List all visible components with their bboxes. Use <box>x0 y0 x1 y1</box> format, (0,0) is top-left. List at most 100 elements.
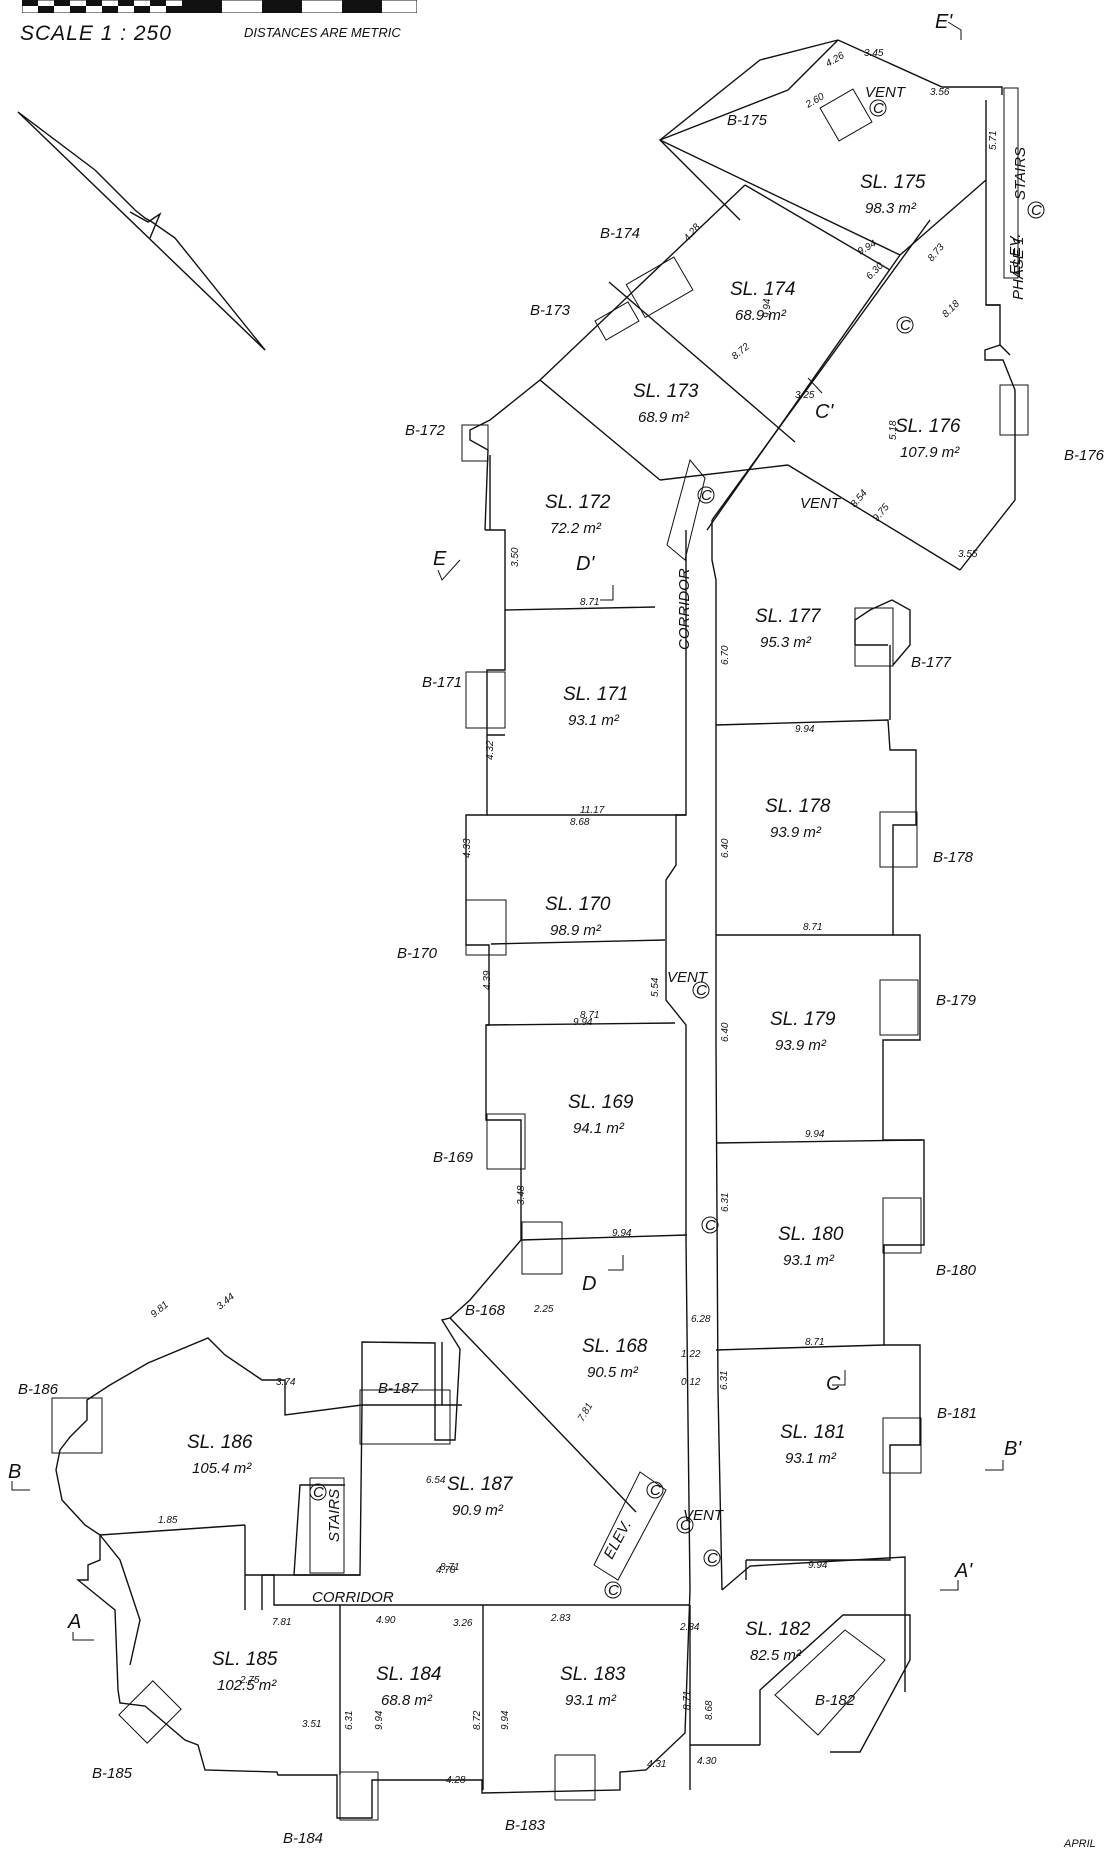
unit-lot-label: SL. 174 <box>730 279 796 300</box>
section-marker-a-prime: A' <box>954 1560 973 1582</box>
vent-label: VENT <box>800 495 842 512</box>
dimension-label: 3.55 <box>958 549 978 560</box>
dimension-label: 4.26 <box>824 50 847 69</box>
bin-label: B-175 <box>727 112 768 129</box>
dimension-label: 8.54 <box>849 488 870 510</box>
dimension-label: 9.94 <box>500 1710 511 1730</box>
unit-area-label: 93.9 m² <box>770 824 822 841</box>
dimension-label: 4.31 <box>647 1759 666 1770</box>
common-property-letter: C <box>650 1482 661 1499</box>
section-marker-e: E <box>433 548 447 570</box>
unit-lot-label: SL. 185 <box>212 1649 278 1670</box>
common-property-letter: C <box>873 100 884 117</box>
unit-lot-label: SL. 183 <box>560 1664 626 1685</box>
unit-area-label: 94.1 m² <box>573 1120 625 1137</box>
dimension-label: 7.81 <box>576 1401 595 1423</box>
dimension-label: 2.60 <box>803 91 827 111</box>
section-marker-b-prime: B' <box>1004 1438 1022 1460</box>
unit-area-label: 98.3 m² <box>865 200 917 217</box>
dimension-label: 4.90 <box>376 1615 396 1626</box>
bin-label: B-169 <box>433 1149 474 1166</box>
dimension-label: 2.84 <box>679 1622 700 1633</box>
dimension-label: 4.33 <box>462 838 473 858</box>
bin-label: B-184 <box>283 1830 323 1847</box>
bin-label: B-170 <box>397 945 438 962</box>
unit-area-label: 98.9 m² <box>550 922 602 939</box>
section-marker-d: D <box>582 1273 596 1295</box>
annotation-labels: CORRIDOR CORRIDOR VENT VENT VENT VENT ST… <box>312 84 1029 1606</box>
phase-label: PHASE 1 <box>1010 237 1027 300</box>
dimension-label: 5.54 <box>650 977 661 997</box>
unit-area-label: 90.5 m² <box>587 1364 639 1381</box>
common-property-letter: C <box>680 1517 691 1534</box>
dimension-label: 1.85 <box>158 1515 178 1526</box>
unit-lot-label: SL. 177 <box>755 606 822 627</box>
common-property-letter: C <box>313 1484 324 1501</box>
unit-lot-label: SL. 169 <box>568 1092 634 1113</box>
common-property-letter: C <box>608 1582 619 1599</box>
dimension-label: 3.51 <box>302 1719 321 1730</box>
corridor-label-lower: CORRIDOR <box>312 1589 394 1606</box>
bin-label: B-178 <box>933 849 974 866</box>
dimension-label: 5.18 <box>888 420 899 440</box>
unit-lot-label: SL. 179 <box>770 1009 836 1030</box>
unit-lot-label: SL. 186 <box>187 1432 253 1453</box>
dimension-label: 1.22 <box>681 1349 701 1360</box>
dimension-label: 9.81 <box>149 1299 171 1320</box>
dimension-label: 3.25 <box>795 390 815 401</box>
unit-area-label: 68.8 m² <box>381 1692 433 1709</box>
dimension-label: 8.73 <box>926 242 947 264</box>
dimension-label: 9.94 <box>612 1228 632 1239</box>
section-marker-b: B <box>8 1461 21 1483</box>
dimension-label: 6.40 <box>720 1022 731 1042</box>
dimension-label: 9.94 <box>856 238 879 257</box>
dimension-label: 3.26 <box>453 1618 473 1629</box>
unit-lot-label: SL. 187 <box>447 1474 514 1495</box>
dimension-label: 8.71 <box>682 1691 693 1710</box>
dimension-label: 9.94 <box>374 1710 385 1730</box>
common-property-letter: C <box>1031 202 1042 219</box>
dimension-label: 0.12 <box>681 1377 701 1388</box>
dimension-label: 3.50 <box>510 547 521 567</box>
vertical-circulation <box>309 87 1019 1581</box>
bin-label: B-187 <box>378 1380 419 1397</box>
dimension-label: 4.39 <box>482 970 493 990</box>
scale-label: SCALE 1 : 250 <box>20 22 172 45</box>
dimension-label: 8.68 <box>704 1700 715 1720</box>
dimension-label: 6.40 <box>720 838 731 858</box>
metric-note: DISTANCES ARE METRIC <box>244 25 401 40</box>
unit-lot-label: SL. 173 <box>633 381 699 402</box>
common-property-letter: C <box>707 1550 718 1567</box>
dimension-label: 11.17 <box>580 805 605 816</box>
elevator-label: ELEV. <box>601 1517 635 1562</box>
unit-lot-label: SL. 181 <box>780 1422 846 1443</box>
dimension-label: 8.72 <box>730 341 752 362</box>
dimension-label: 2.25 <box>533 1304 554 1315</box>
bin-label: B-168 <box>465 1302 506 1319</box>
section-marker-d-prime: D' <box>576 553 595 575</box>
unit-area-label: 72.2 m² <box>550 520 602 537</box>
bin-closets <box>51 88 1029 1821</box>
bin-labels: B-175B-174B-173B-172B-176B-177B-171B-178… <box>18 112 1105 1847</box>
bin-label: B-174 <box>600 225 640 242</box>
dimension-label: 9.94 <box>795 724 815 735</box>
dimension-label: 3.56 <box>930 87 950 98</box>
vent-label: VENT <box>683 1507 725 1524</box>
dimension-label: 8.71 <box>580 597 599 608</box>
section-marker-brackets <box>11 21 1004 1641</box>
dimension-label: 6.31 <box>344 1711 355 1730</box>
date-note: APRIL <box>1064 1838 1096 1850</box>
unit-area-label: 102.5 m² <box>217 1677 277 1694</box>
dimension-label: 9.94 <box>762 298 773 318</box>
unit-area-label: 93.1 m² <box>785 1450 837 1467</box>
dimension-label: 2.83 <box>550 1613 571 1624</box>
unit-lot-label: SL. 178 <box>765 796 831 817</box>
section-marker-c: C <box>826 1373 841 1395</box>
common-property-letter: C <box>701 487 712 504</box>
dimension-label: 4.78 <box>436 1565 456 1576</box>
elevator-label: ELEV. <box>1007 234 1024 275</box>
section-marker-e-prime: E' <box>935 11 953 33</box>
dimension-label: 9.94 <box>805 1129 825 1140</box>
dimension-label: 3.48 <box>516 1185 527 1205</box>
unit-lot-label: SL. 180 <box>778 1224 844 1245</box>
